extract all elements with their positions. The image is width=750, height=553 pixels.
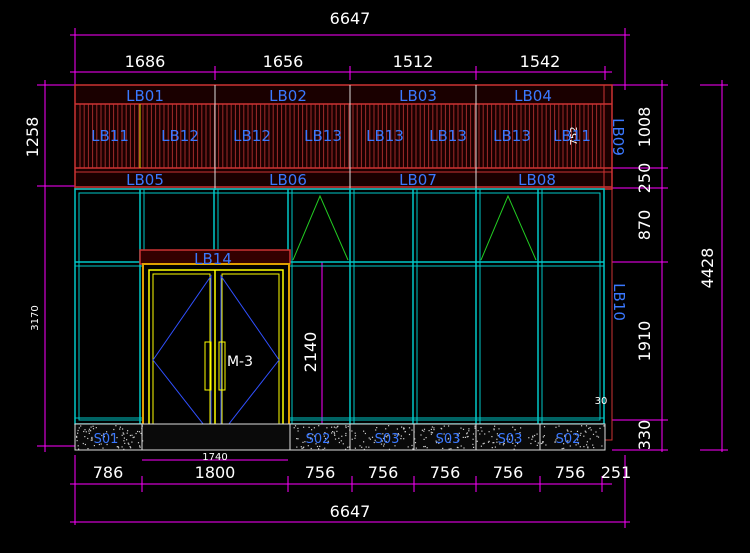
label-base-2: S02 <box>306 432 331 447</box>
dim-door-height: 2140 <box>301 332 320 373</box>
dim-top-seg-3: 1512 <box>393 52 434 71</box>
label-lb14: LB14 <box>194 250 232 268</box>
label-mid-3: LB12 <box>233 127 271 145</box>
dim-right-overall: 4428 <box>698 248 717 289</box>
dim-overall-top: 6647 <box>330 9 371 28</box>
label-lb10: LB10 <box>610 283 628 321</box>
dim-door-width: 1740 <box>202 452 227 463</box>
label-mid-4: LB13 <box>304 127 342 145</box>
dim-top-seg-2: 1656 <box>263 52 304 71</box>
label-mid-1: LB11 <box>91 127 129 145</box>
label-mid-6: LB13 <box>429 127 467 145</box>
label-base-3: S03 <box>375 432 400 447</box>
label-lb05: LB05 <box>126 171 164 189</box>
label-lb04: LB04 <box>514 87 552 105</box>
dim-small-30: 30 <box>595 396 608 407</box>
dim-bottom-seg-5: 756 <box>430 463 461 482</box>
label-base-1: S01 <box>94 432 119 447</box>
dim-right-seg-5: 330 <box>635 420 654 451</box>
dim-small-752: 752 <box>569 126 580 145</box>
label-lb01: LB01 <box>126 87 164 105</box>
base-stone <box>74 423 606 451</box>
dim-overall-bottom: 6647 <box>330 502 371 521</box>
dim-bottom-seg-7: 756 <box>555 463 586 482</box>
label-base-4: S03 <box>436 432 461 447</box>
label-mid-8: LB11 <box>553 127 591 145</box>
fascia-dividers <box>139 85 477 190</box>
dim-left-top: 1258 <box>23 117 42 158</box>
dim-right-seg-3: 870 <box>635 210 654 241</box>
label-mid-2: LB12 <box>161 127 199 145</box>
label-lb06: LB06 <box>269 171 307 189</box>
label-lb07: LB07 <box>399 171 437 189</box>
dim-bottom-seg-3: 756 <box>305 463 336 482</box>
dimension-lines <box>37 28 728 528</box>
dim-top-seg-1: 1686 <box>125 52 166 71</box>
label-mid-5: LB13 <box>366 127 404 145</box>
dim-bottom-seg-1: 786 <box>93 463 124 482</box>
label-lb03: LB03 <box>399 87 437 105</box>
door-tag-m3: M-3 <box>227 354 253 370</box>
label-mid-7: LB13 <box>493 127 531 145</box>
dim-top-seg-4: 1542 <box>520 52 561 71</box>
dim-bottom-seg-2: 1800 <box>195 463 236 482</box>
door-m3 <box>139 249 291 447</box>
vent-triangles <box>292 194 537 261</box>
dim-left-bottom: 3170 <box>30 305 41 330</box>
dim-bottom-seg-8: 251 <box>601 463 632 482</box>
dim-right-seg-4: 1910 <box>635 321 654 362</box>
label-base-6: S02 <box>556 432 581 447</box>
label-lb08: LB08 <box>518 171 556 189</box>
dim-right-seg-2: 250 <box>635 163 654 194</box>
dim-bottom-seg-6: 756 <box>493 463 524 482</box>
label-base-5: S03 <box>498 432 523 447</box>
label-lb09: LB09 <box>609 118 627 156</box>
fascia-band <box>74 84 613 441</box>
dim-bottom-seg-4: 756 <box>368 463 399 482</box>
label-lb02: LB02 <box>269 87 307 105</box>
dim-right-seg-1: 1008 <box>635 107 654 148</box>
